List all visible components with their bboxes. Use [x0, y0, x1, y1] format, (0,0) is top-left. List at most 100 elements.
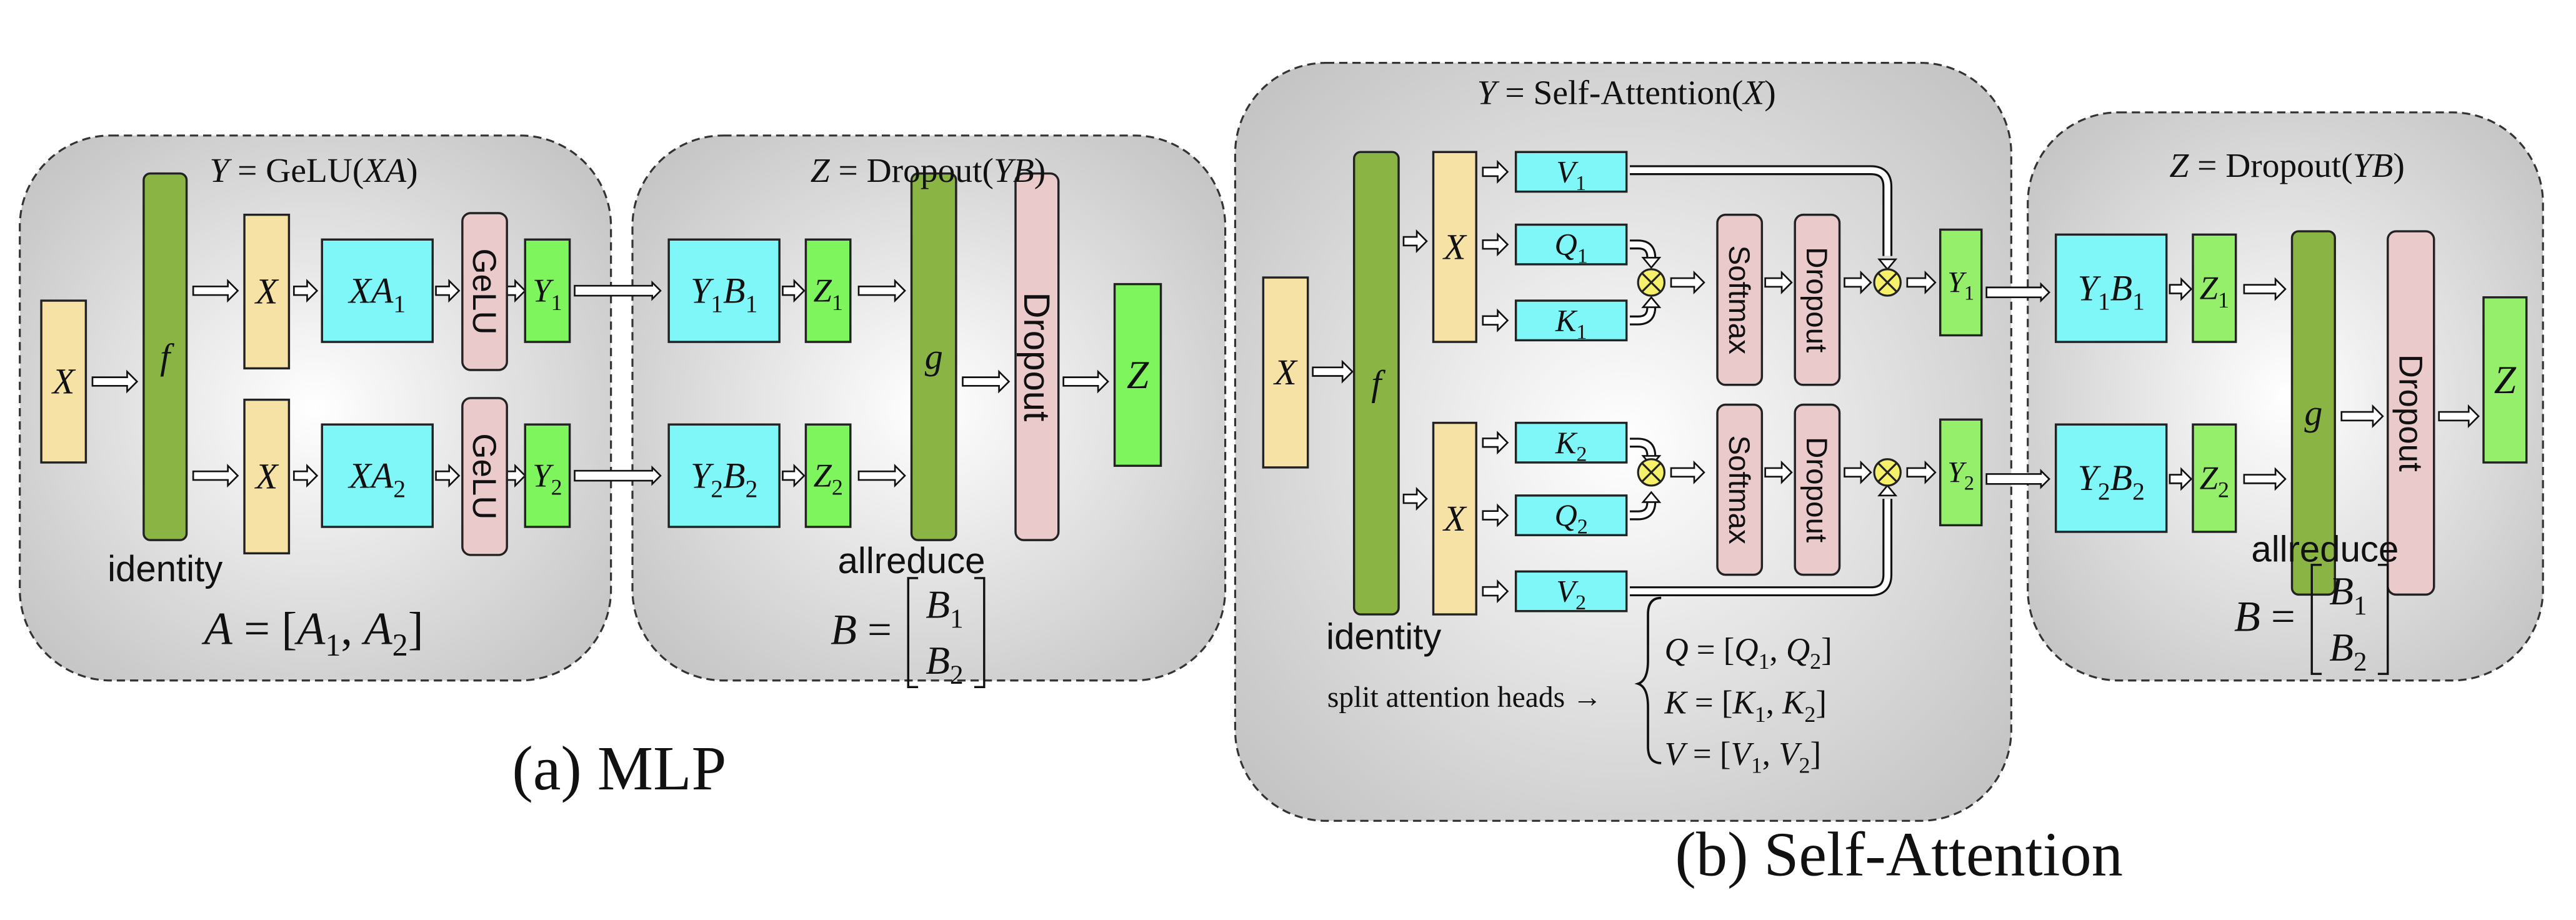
attention-input-x-label: X — [1273, 352, 1298, 392]
arrow-icon — [1482, 431, 1509, 455]
mlp-z1-label-part: Z — [813, 273, 832, 309]
attention-x-top-label-part: X — [1442, 226, 1467, 267]
k-equation-part: 1 — [1755, 702, 1766, 727]
mlp-x-bottom — [243, 398, 291, 555]
arrow-icon — [1764, 460, 1793, 484]
mlp-x-bottom-label: X — [254, 456, 279, 497]
mlp-y2b2-matmul-label-part: 2 — [711, 475, 723, 502]
mlp-gelu-2-label: GeLU — [466, 433, 502, 519]
mlp-dropout-title-part: Z — [811, 152, 831, 190]
attention-k2 — [1514, 421, 1628, 464]
split-heads-label: split attention heads → — [1327, 681, 1602, 714]
arrow-icon — [435, 464, 461, 488]
arrow-icon — [1764, 270, 1793, 294]
attention-allreduce-label: allreduce — [2251, 529, 2399, 570]
mlp-y2b2-matmul-label-part: Y — [691, 455, 714, 496]
attention-dropout-2-label: Dropout — [1800, 437, 1833, 542]
mlp-gelu-title-part: XA — [362, 152, 407, 190]
mlp-gelu-title-part: = GeLU( — [229, 152, 364, 190]
mlp-gelu-panel — [19, 134, 612, 682]
attention-input-x — [1262, 276, 1309, 469]
attention-y1b1-matmul-label-part: 1 — [2098, 288, 2110, 315]
k-equation-part: 2 — [1804, 702, 1815, 727]
mlp-output-z — [1113, 282, 1162, 467]
arrow-icon — [2169, 467, 2193, 491]
attention-g-operator-label: g — [2304, 392, 2322, 433]
mlp-gelu-1-label: GeLU — [466, 248, 502, 334]
attention-q2-label-part: Q — [1554, 498, 1577, 532]
mlp-identity-label: identity — [107, 549, 222, 589]
attention-x-bottom-label-part: X — [1442, 498, 1467, 539]
mlp-y1-label-part: Y — [532, 273, 554, 309]
mlp-y1b1-matmul-label: Y1B1 — [691, 270, 757, 318]
q-equation-part: 2 — [1810, 649, 1821, 674]
attention-q1-label-part: Q — [1554, 227, 1577, 262]
attention-q2-label: Q2 — [1554, 498, 1587, 539]
mlp-f-operator — [142, 172, 188, 541]
attention-q1-path-head — [1641, 256, 1662, 269]
k-equation-part: K — [1664, 685, 1688, 721]
mlp-xa1-matmul-label-part: XA — [347, 270, 394, 311]
attention-v2-label-part: 2 — [1575, 591, 1586, 614]
attention-dropout-1-label: Dropout — [1800, 247, 1833, 352]
mlp-g-operator-label-part: g — [925, 336, 943, 377]
v-equation-part: V — [1664, 736, 1688, 772]
attention-k2-label-part: K — [1555, 425, 1578, 460]
mlp-b-equation-lhs: B = — [831, 606, 892, 654]
mlp-y2-label: Y2 — [532, 458, 562, 500]
mlp-y1-label-part: 1 — [551, 290, 562, 315]
multiply-qk-1-icon — [1637, 268, 1666, 297]
arrow-icon — [1844, 460, 1872, 484]
attention-title-part: ) — [1764, 74, 1775, 112]
q-equation-part: = [ — [1689, 632, 1735, 668]
attention-z1-label-part: 1 — [2218, 288, 2229, 312]
attention-v2-label-part: V — [1556, 574, 1579, 609]
attention-y2b2-matmul — [2054, 423, 2168, 533]
blocks — [40, 151, 2528, 616]
attention-g-operator — [2290, 230, 2336, 596]
attention-f-operator — [1352, 151, 1400, 616]
attention-y1-label-part: 1 — [1964, 282, 1974, 304]
mlp-y2b2-matmul — [667, 423, 781, 528]
arrow-icon — [1482, 579, 1509, 604]
attention-dropout-1 — [1794, 213, 1841, 386]
k-equation-part: = [ — [1687, 685, 1733, 721]
attention-softmax-2 — [1716, 403, 1764, 576]
arrow-icon — [857, 464, 906, 488]
mlp-xa2-matmul-label: XA2 — [347, 455, 406, 502]
attention-v1-label-part: V — [1556, 154, 1579, 189]
multiply-v-1-icon — [1873, 268, 1902, 297]
mlp-b-equation-row1-part: 1 — [950, 604, 964, 634]
arrow-icon — [1482, 503, 1509, 528]
attention-k1-label-part: 1 — [1576, 321, 1587, 344]
attention-b-equation-lhs-part: = — [2260, 592, 2295, 640]
mlp-input-x — [40, 299, 87, 464]
attention-y2-label-part: 2 — [1964, 471, 1974, 494]
mlp-y1-label: Y1 — [532, 273, 562, 315]
multiply-v-2-icon — [1873, 458, 1902, 487]
split-brace — [1634, 596, 1662, 764]
arrow-icon — [1312, 359, 1354, 384]
mlp-b-equation-row2: B2 — [926, 638, 963, 690]
v-equation-part: , — [1762, 736, 1779, 772]
q-equation-part: ] — [1821, 632, 1832, 668]
arrow-icon — [1402, 229, 1428, 253]
attention-q2 — [1514, 494, 1628, 536]
attention-z1-label: Z1 — [2200, 271, 2229, 312]
k-equation-part: K — [1782, 685, 1806, 721]
mlp-dropout-title-part: ) — [1034, 152, 1046, 190]
arrow-icon — [192, 464, 239, 488]
arrow-icon — [506, 279, 527, 303]
mlp-y1b1-matmul-label-part: 1 — [711, 290, 723, 318]
mlp-y1b1-matmul-label-part: B — [723, 270, 746, 311]
attention-k2-label: K2 — [1555, 425, 1587, 466]
attention-y2-label: Y2 — [1947, 457, 1974, 494]
mlp-xa1-matmul-label: XA1 — [347, 270, 406, 318]
attention-v1-label-part: 1 — [1575, 172, 1586, 195]
v-equation-part: ] — [1810, 736, 1821, 772]
mlp-dropout — [1014, 172, 1060, 541]
multiply-qk-2-icon — [1637, 458, 1666, 487]
attention-dropout-2 — [1794, 403, 1841, 576]
arrow-icon — [1482, 159, 1509, 184]
attention-q1-label: Q1 — [1554, 227, 1587, 268]
